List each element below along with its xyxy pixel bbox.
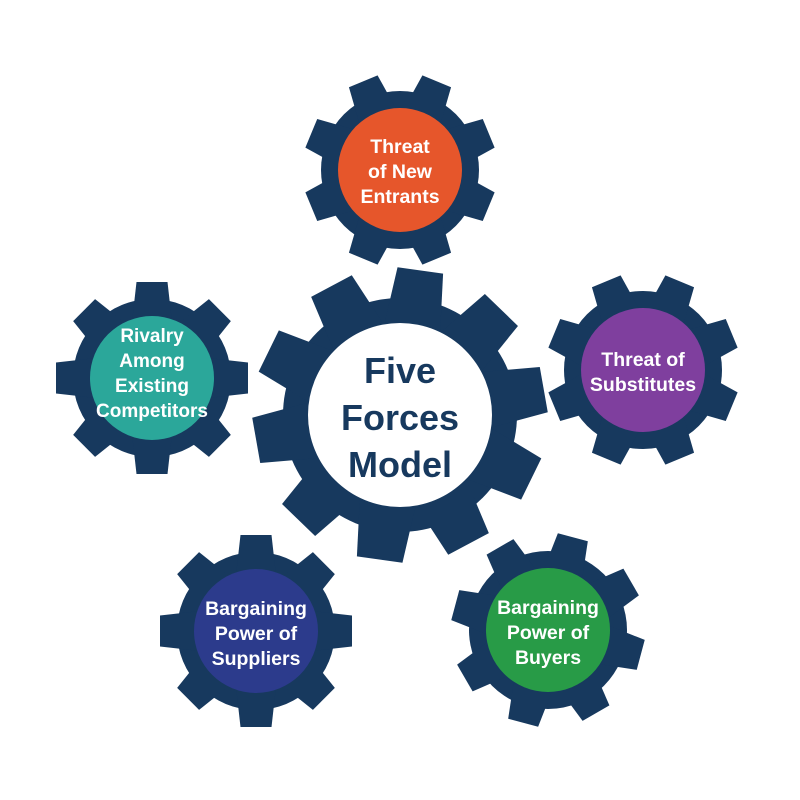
gear-tooth xyxy=(442,293,518,370)
center-label-line: Model xyxy=(348,444,452,485)
gear-tooth xyxy=(160,611,200,651)
gear-tooth xyxy=(281,656,335,710)
gear-label-line: of New xyxy=(368,161,433,183)
center-label-line: Five xyxy=(364,350,436,391)
gear-five-forces-model: Five Forces Model xyxy=(252,267,548,563)
gear-label-line: Competitors xyxy=(96,401,208,422)
gear-tooth xyxy=(384,267,444,330)
gear-tooth xyxy=(177,299,231,353)
gear-center-circle xyxy=(194,569,318,693)
gear-label-line: Threat of xyxy=(601,349,685,371)
gear-label-line: Power of xyxy=(507,622,590,644)
gear-center-circle xyxy=(338,108,462,232)
gear-tooth xyxy=(208,358,248,398)
gear-label-line: Existing xyxy=(115,376,189,397)
gear-label-line: Entrants xyxy=(360,186,439,208)
gear-label-line: Substitutes xyxy=(590,374,696,396)
gear-label-line: Power of xyxy=(215,623,298,645)
gear-tooth xyxy=(73,403,127,457)
gear-label-line: Among xyxy=(119,351,184,372)
gear-tooth xyxy=(56,358,96,398)
gear-tooth xyxy=(312,611,352,651)
gear-center-circle xyxy=(486,568,610,692)
gear-tooth xyxy=(132,282,172,322)
gear-tooth xyxy=(177,656,231,710)
gear-tooth xyxy=(468,429,542,500)
gear-center-circle xyxy=(308,323,492,507)
gear-center-circle xyxy=(581,308,705,432)
gear-label-line: Bargaining xyxy=(205,598,307,620)
gear-label-line: Suppliers xyxy=(212,648,301,670)
gear-tooth xyxy=(252,403,317,464)
gear-tooth xyxy=(483,366,548,427)
gear-bargaining-power-of-buyers: Bargaining Power of Buyers xyxy=(451,533,645,727)
gear-tooth xyxy=(258,330,332,401)
gear-label-line: Rivalry xyxy=(120,326,184,347)
gear-tooth xyxy=(177,403,231,457)
gear-label-line: Buyers xyxy=(515,647,581,669)
gear-tooth xyxy=(73,299,127,353)
gear-threat-of-new-entrants: Threat of New Entrants xyxy=(305,75,495,265)
gear-tooth xyxy=(282,460,358,537)
gear-label-line: Threat xyxy=(370,136,430,158)
gear-threat-of-substitutes: Threat of Substitutes xyxy=(548,275,738,465)
gear-tooth xyxy=(356,500,416,563)
gear-bargaining-power-of-suppliers: Bargaining Power of Suppliers xyxy=(160,535,352,727)
gear-label-line: Bargaining xyxy=(497,597,599,619)
gear-tooth xyxy=(236,535,276,575)
center-label-line: Forces xyxy=(341,397,459,438)
gear-tooth xyxy=(236,687,276,727)
gear-tooth xyxy=(281,552,335,606)
gear-tooth xyxy=(177,552,231,606)
gear-rivalry-among-existing-competitors: Rivalry Among Existing Competitors xyxy=(56,282,248,474)
gear-center-circle xyxy=(90,316,214,440)
gear-tooth xyxy=(132,434,172,474)
